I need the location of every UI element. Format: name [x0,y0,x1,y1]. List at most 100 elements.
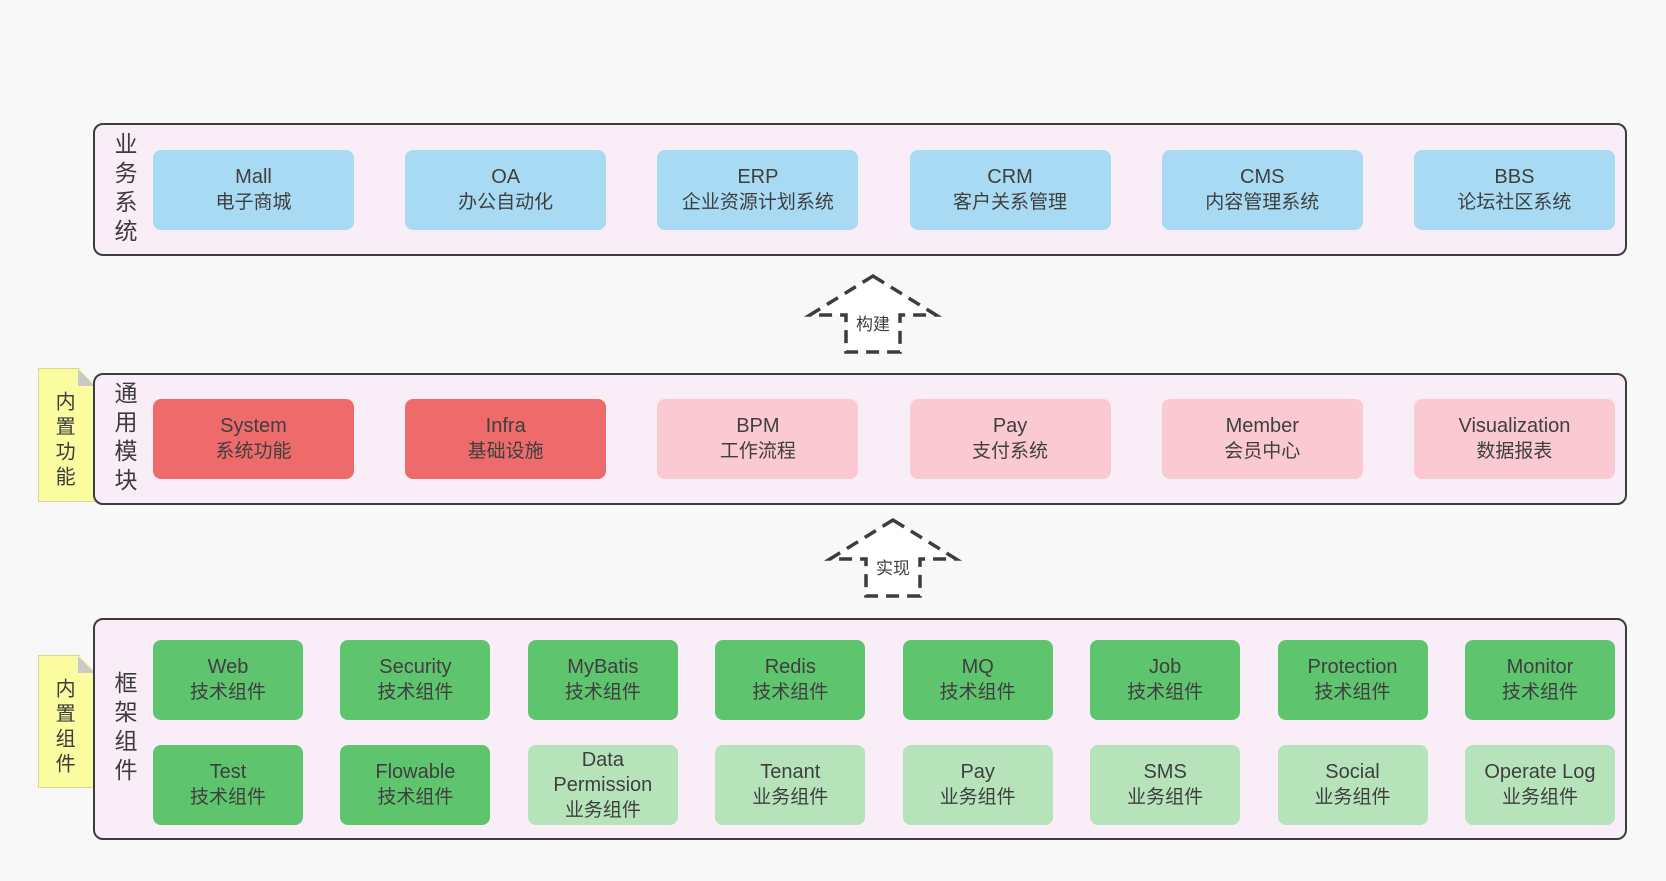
box-redis: Redis 技术组件 [715,640,866,720]
box-monitor: Monitor 技术组件 [1464,640,1615,720]
box-title: MQ [961,656,994,678]
box-subtitle: 技术组件 [752,682,829,703]
section-label-framework-components: 框架组件 [111,671,137,787]
box-subtitle: 办公自动化 [458,191,554,213]
box-title: Web [207,656,249,678]
box-pay: Pay 支付系统 [909,399,1111,479]
box-title: Infra [485,415,526,437]
box-protection: Protection 技术组件 [1277,640,1428,720]
box-subtitle: 企业资源计划系统 [681,191,834,213]
box-title: Data Permission [553,748,653,796]
section-label-business-systems: 业务系统 [111,131,137,248]
box-title: Test [209,761,247,783]
box-title: SMS [1143,761,1187,783]
box-subtitle: 技术组件 [189,682,266,703]
box-mybatis: MyBatis 技术组件 [527,640,678,720]
box-mall: Mall 电子商城 [153,149,354,230]
box-subtitle: 技术组件 [1501,682,1578,703]
box-visualization: Visualization 数据报表 [1413,399,1615,479]
box-bpm: BPM 工作流程 [657,399,859,479]
box-pay-component: Pay 业务组件 [902,745,1053,825]
modules-box-row: System 系统功能 Infra 基础设施 BPM 工作流程 Pay 支付系统… [153,399,1615,479]
box-title: MyBatis [567,656,639,678]
box-subtitle: 电子商城 [215,191,292,213]
box-subtitle: 技术组件 [377,682,454,703]
box-title: Security [379,656,452,678]
box-subtitle: 内容管理系统 [1205,191,1320,213]
arrow-implement-icon: 实现 [823,517,963,598]
box-subtitle: 技术组件 [189,787,266,808]
box-subtitle: 技术组件 [564,682,641,703]
sticky-label: 内置功能 [52,391,75,491]
box-social: Social 业务组件 [1277,745,1428,825]
arrow-build-icon: 构建 [803,273,943,354]
box-title: Redis [764,656,816,678]
box-job: Job 技术组件 [1090,640,1241,720]
box-title: BBS [1494,165,1535,188]
box-web: Web 技术组件 [153,640,303,720]
section-business-systems: 业务系统 Mall 电子商城 OA 办公自动化 ERP 企业资源计划系统 CRM… [93,123,1627,256]
box-subtitle: 技术组件 [1127,682,1204,703]
box-title: Pay [960,761,995,783]
section-label-common-modules: 通用模块 [111,381,137,497]
box-erp: ERP 企业资源计划系统 [657,149,859,230]
section-framework-components: 框架组件 Web 技术组件 Security 技术组件 MyBatis 技术组件… [93,618,1627,840]
box-subtitle: 数据报表 [1476,441,1553,462]
framework-box-row-2: Test 技术组件 Flowable 技术组件 Data Permission … [153,745,1615,825]
section-common-modules: 通用模块 System 系统功能 Infra 基础设施 BPM 工作流程 Pay… [93,373,1627,505]
box-subtitle: 工作流程 [719,441,796,462]
box-title: Pay [992,415,1028,437]
box-title: OA [491,165,521,188]
box-title: Tenant [760,761,821,783]
box-test: Test 技术组件 [153,745,303,825]
box-title: Job [1148,656,1182,678]
box-subtitle: 业务组件 [1314,787,1391,808]
box-subtitle: 技术组件 [377,787,454,808]
box-subtitle: 业务组件 [564,799,641,821]
box-title: Operate Log [1484,761,1596,783]
box-subtitle: 技术组件 [939,682,1016,703]
box-title: Visualization [1458,415,1571,437]
box-title: Protection [1307,656,1398,678]
sticky-note-built-in-components: 内置组件 [38,655,96,788]
box-tenant: Tenant 业务组件 [715,745,866,825]
box-operate-log: Operate Log 业务组件 [1464,745,1615,825]
box-title: Member [1225,415,1299,437]
box-subtitle: 业务组件 [939,787,1016,808]
box-title: ERP [737,165,779,188]
box-mq: MQ 技术组件 [902,640,1053,720]
arrow-outline [823,517,963,598]
box-system: System 系统功能 [153,399,354,479]
box-subtitle: 业务组件 [1127,787,1204,808]
box-subtitle: 会员中心 [1224,441,1301,462]
arrow-outline [803,273,943,354]
box-subtitle: 论坛社区系统 [1457,191,1572,213]
box-title: System [220,415,287,437]
box-title: BPM [736,415,780,437]
framework-box-row-1: Web 技术组件 Security 技术组件 MyBatis 技术组件 Redi… [153,640,1615,720]
box-title: Monitor [1506,656,1574,678]
box-bbs: BBS 论坛社区系统 [1413,149,1615,230]
sticky-label: 内置组件 [52,678,75,778]
arrow-label: 实现 [876,559,910,578]
box-crm: CRM 客户关系管理 [909,149,1111,230]
box-subtitle: 系统功能 [215,441,292,462]
box-title: CRM [987,165,1033,188]
box-infra: Infra 基础设施 [405,399,607,479]
box-subtitle: 技术组件 [1314,682,1391,703]
box-subtitle: 客户关系管理 [953,191,1068,213]
box-sms: SMS 业务组件 [1090,745,1241,825]
box-subtitle: 业务组件 [752,787,829,808]
box-title: Social [1325,761,1380,783]
box-title: Flowable [375,761,456,783]
box-title: Mall [235,165,272,188]
box-oa: OA 办公自动化 [405,149,607,230]
box-member: Member 会员中心 [1161,399,1363,479]
box-subtitle: 支付系统 [972,441,1049,462]
box-subtitle: 业务组件 [1501,787,1578,808]
box-security: Security 技术组件 [340,640,491,720]
box-cms: CMS 内容管理系统 [1161,149,1363,230]
box-data-permission: Data Permission 业务组件 [527,745,678,825]
box-title: CMS [1240,165,1285,188]
